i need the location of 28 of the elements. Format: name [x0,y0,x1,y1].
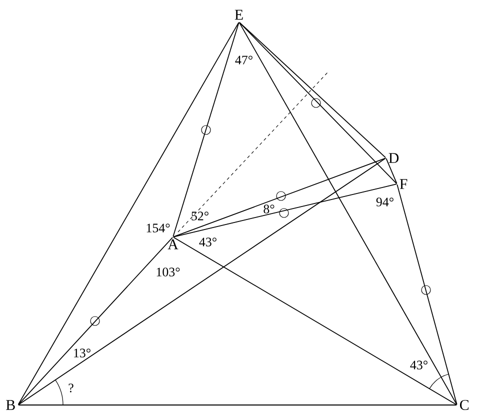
line-segment [239,22,398,184]
line-segment [18,22,240,405]
line-segment [386,158,398,184]
angle-label: 8° [264,204,274,214]
angle-label: ? [68,384,74,392]
angle-label: 43° [410,360,428,370]
point-label: C [460,400,469,410]
point-label: E [234,10,243,20]
point-label: B [6,400,15,410]
angle-label: 43° [199,238,216,246]
line-segment [173,184,397,238]
line-segment [18,158,386,406]
angle-label: 52° [192,212,208,220]
line-segment [173,236,457,406]
point-label: F [400,179,408,189]
line-segment [396,184,458,405]
angle-label: 13° [74,348,90,358]
angle-label: 47° [235,56,252,64]
line-segment [173,158,386,238]
angle-label: 103° [156,268,180,276]
point-label: D [388,153,399,163]
line-segment [18,404,457,406]
point-label: A [168,239,178,250]
line-segment [238,22,458,405]
line-segment [18,237,174,405]
angle-label: 154° [146,224,170,232]
angle-label: 94° [376,198,394,206]
line-segment [172,22,240,237]
